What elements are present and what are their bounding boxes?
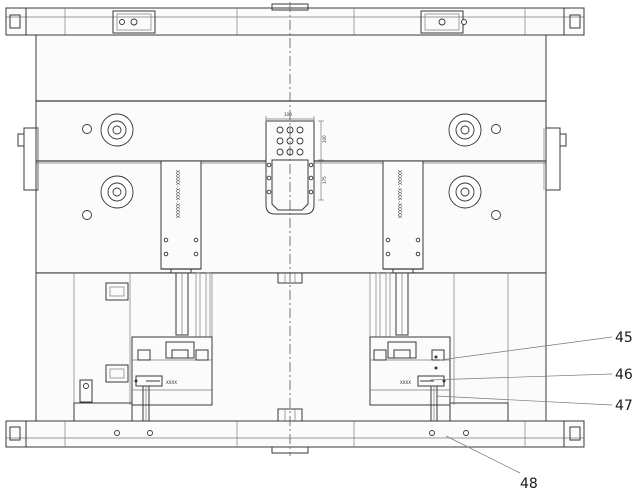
guide-pin-lower-left (100, 175, 134, 209)
callout-48: 48 (520, 476, 538, 492)
slider-block-left (160, 160, 202, 273)
slider-label-left: XXXXX-XXXX-XXXXX (174, 170, 180, 218)
guide-pin-upper-left (100, 113, 134, 147)
side-clamp-left (105, 282, 129, 383)
dimension-lines (265, 116, 324, 201)
dim-right-lower: 175 (322, 176, 327, 184)
guide-pin-lower-right (448, 175, 482, 209)
screw-holes (82, 124, 501, 220)
lifter-mechanism-right: XXXX (369, 336, 451, 422)
callout-47: 47 (615, 398, 633, 414)
svg-text:XXXX: XXXX (400, 380, 411, 385)
bottom-clamp-plate (5, 420, 585, 454)
stopper-left (73, 379, 133, 422)
svg-text:XXXX: XXXX (166, 380, 177, 385)
callout-46: 46 (615, 367, 633, 383)
top-clamp-plate (5, 3, 585, 36)
lifter-mechanism-left: XXXX (131, 336, 213, 422)
slider-block-right (382, 160, 424, 273)
leader-lines (429, 336, 613, 474)
dim-right-upper: 100 (322, 135, 327, 143)
ejector-housing (35, 272, 547, 422)
slider-label-right: XXXXX-XXXX-XXXXX (396, 170, 402, 218)
guide-pin-upper-right (448, 113, 482, 147)
callout-45: 45 (615, 330, 633, 346)
dim-top-width: 100 (284, 112, 292, 117)
